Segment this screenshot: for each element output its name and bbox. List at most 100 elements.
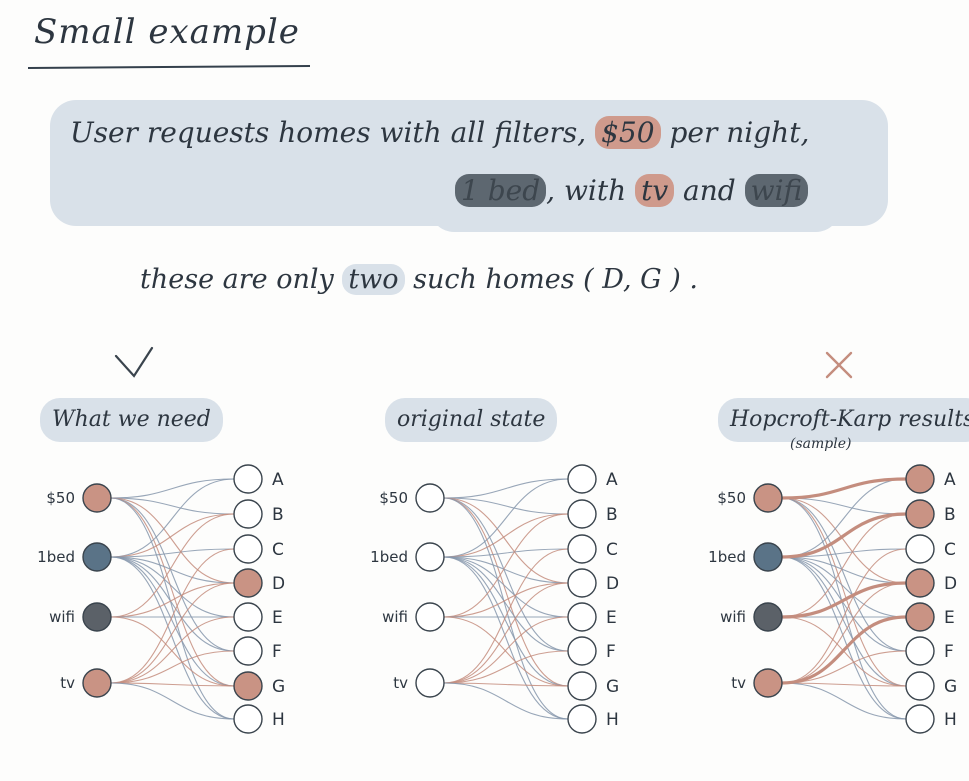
graph-edge	[110, 556, 235, 720]
right-node-label: C	[606, 540, 618, 560]
left-node-label: $50	[46, 489, 75, 507]
right-node	[567, 568, 597, 598]
graph-edge	[443, 556, 569, 720]
right-node	[567, 636, 597, 666]
graph-edge	[443, 616, 569, 684]
right-node-label: F	[606, 642, 616, 662]
graph-edge	[443, 556, 569, 618]
graph-edge	[110, 556, 235, 652]
request-line-2: 1 bed, with tv and wifi	[455, 174, 809, 207]
summary-line: these are only two such homes ( D, G ) .	[140, 264, 698, 295]
right-node-label: H	[606, 710, 619, 730]
graph-edge	[781, 582, 907, 684]
right-node-label: H	[944, 710, 957, 730]
right-node	[905, 704, 935, 734]
right-node-label: B	[272, 505, 284, 525]
graph-edge	[781, 548, 907, 684]
right-node-label: G	[272, 677, 285, 697]
graph-edge	[443, 582, 569, 684]
graph-edge	[443, 497, 569, 687]
left-node	[753, 542, 783, 572]
graph-edge	[781, 497, 907, 720]
check-icon	[114, 346, 154, 378]
right-node	[905, 568, 935, 598]
right-node	[233, 464, 263, 494]
left-node-label: tv	[60, 674, 75, 692]
right-node-label: A	[272, 470, 284, 490]
right-node-label: B	[944, 505, 956, 525]
right-node-label: G	[606, 677, 619, 697]
right-node-label: C	[272, 540, 284, 560]
graph-edge	[110, 478, 235, 558]
left-node	[82, 542, 112, 572]
left-node-label: $50	[717, 489, 746, 507]
left-node	[753, 483, 783, 513]
matched-edge	[781, 512, 907, 559]
request-text: and	[683, 174, 736, 207]
graph-edge	[110, 497, 235, 515]
right-node-label: E	[272, 608, 283, 628]
graph-edge	[781, 556, 907, 720]
price-highlight: $50	[595, 116, 661, 149]
graph-edge	[110, 478, 235, 499]
graph-edge	[110, 548, 235, 684]
graph-edge	[110, 582, 235, 618]
right-node-label: D	[606, 574, 619, 594]
wifi-highlight: wifi	[744, 174, 809, 207]
right-node-label: A	[944, 470, 956, 490]
graph-edge	[110, 497, 235, 687]
right-node	[567, 499, 597, 529]
graph-edge	[110, 556, 235, 584]
right-node-label: A	[606, 470, 618, 490]
graph-edge	[443, 548, 569, 684]
graph-edge	[781, 556, 907, 618]
graph-edge	[110, 513, 235, 558]
left-node-label: 1bed	[370, 548, 408, 566]
graph-edge	[443, 650, 569, 684]
left-node	[753, 668, 783, 698]
graph-edge	[110, 650, 235, 684]
right-node	[905, 464, 935, 494]
left-node	[415, 483, 445, 513]
graph-edge	[443, 616, 569, 687]
right-node	[233, 602, 263, 632]
right-node	[905, 499, 935, 529]
right-node	[567, 602, 597, 632]
right-node-label: B	[606, 505, 618, 525]
graph-edge	[110, 616, 235, 684]
graph-edge	[443, 497, 569, 515]
graph-edge	[110, 497, 235, 720]
left-node-label: wifi	[382, 608, 408, 626]
left-node	[753, 602, 783, 632]
graph-edge	[443, 556, 569, 652]
graph-edge	[443, 478, 569, 499]
left-node-label: tv	[731, 674, 746, 692]
graph-edge	[443, 478, 569, 558]
graph-edge	[110, 513, 235, 618]
graph-edge	[110, 582, 235, 684]
right-node	[233, 534, 263, 564]
right-node-label: D	[272, 574, 285, 594]
graph-edge	[443, 682, 569, 687]
graph-edge	[781, 682, 907, 687]
panel-title-need: What we need	[40, 398, 223, 442]
graph-edge	[781, 497, 907, 652]
bed-highlight: 1 bed	[455, 174, 547, 207]
graph-edge	[781, 556, 907, 652]
graph-edge	[443, 513, 569, 558]
panel-title-original: original state	[385, 398, 558, 442]
right-node-label: D	[944, 574, 957, 594]
graph-edge	[110, 556, 235, 618]
left-node	[415, 668, 445, 698]
graph-edge	[110, 616, 235, 687]
left-node	[82, 602, 112, 632]
panel-title-results: Hopcroft-Karp results	[718, 398, 969, 442]
graph-edge	[110, 682, 235, 720]
panel-subtitle-results: (sample)	[790, 436, 852, 452]
right-node	[905, 602, 935, 632]
tv-highlight: tv	[635, 174, 675, 207]
graph-edge	[781, 682, 907, 720]
graph-edge	[443, 513, 569, 618]
right-node	[905, 671, 935, 701]
